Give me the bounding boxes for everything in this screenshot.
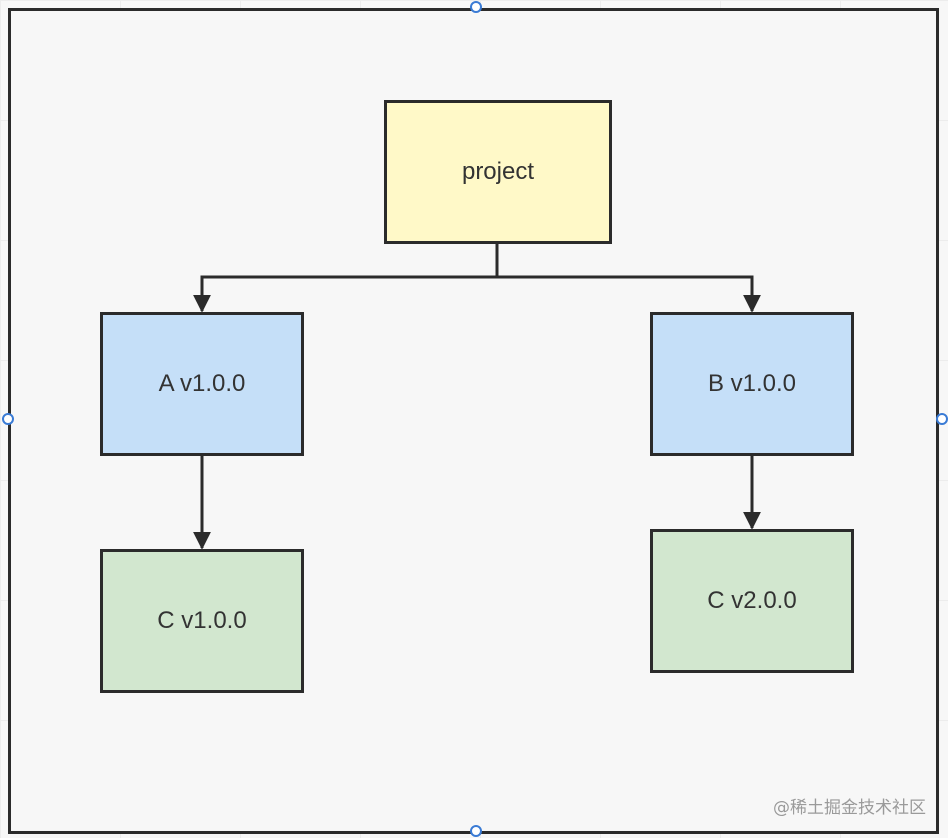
node-c1[interactable]: C v1.0.0 <box>100 549 304 693</box>
node-c2[interactable]: C v2.0.0 <box>650 529 854 673</box>
node-project[interactable]: project <box>384 100 612 244</box>
resize-handle-top[interactable] <box>470 1 482 13</box>
resize-handle-left[interactable] <box>2 413 14 425</box>
edge-project-to-b <box>497 275 761 313</box>
node-a-label: A v1.0.0 <box>158 370 246 397</box>
node-c1-label: C v1.0.0 <box>157 607 247 634</box>
node-b-label: B v1.0.0 <box>707 370 797 397</box>
node-a[interactable]: A v1.0.0 <box>100 312 304 456</box>
watermark: @稀土掘金技术社区 <box>773 798 926 818</box>
node-c2-label: C v2.0.0 <box>707 587 797 614</box>
node-project-label: project <box>461 158 535 185</box>
edge-project-to-a <box>193 243 499 313</box>
resize-handle-bottom[interactable] <box>470 825 482 837</box>
node-b[interactable]: B v1.0.0 <box>650 312 854 456</box>
resize-handle-right[interactable] <box>936 413 948 425</box>
